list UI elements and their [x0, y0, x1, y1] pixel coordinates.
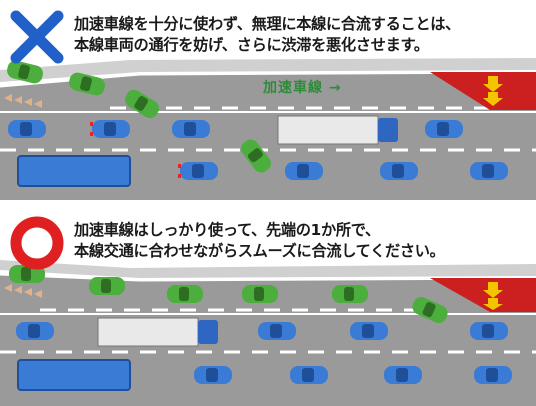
blue-car [8, 120, 46, 138]
green-car [167, 285, 203, 303]
bus [17, 359, 131, 391]
green-car [9, 265, 45, 283]
green-car [69, 72, 105, 96]
lane-end-sign [430, 72, 536, 110]
bad-merge-road-scene [0, 58, 536, 200]
bad-merge-caption: 加速車線を十分に使わず、無理に本線に合流することは、 本線車両の通行を妨げ、さら… [74, 14, 534, 56]
acceleration-lane-label: 加速車線 → [263, 80, 342, 96]
green-car [124, 89, 160, 119]
cross-mark-icon [10, 10, 64, 64]
green-car [412, 297, 448, 323]
blue-car [90, 120, 130, 138]
blue-car [194, 366, 232, 384]
blue-car [285, 162, 323, 180]
blue-car [384, 366, 422, 384]
blue-car [474, 366, 512, 384]
green-car [332, 285, 368, 303]
caption-line: 本線交通に合わせながらスムーズに合流してください。 [74, 242, 445, 260]
blue-car [380, 162, 418, 180]
blue-car [470, 162, 508, 180]
caption-line: 加速車線を十分に使わず、無理に本線に合流することは、 [74, 15, 461, 33]
down-arrow-icon [483, 76, 503, 106]
blue-car [425, 120, 463, 138]
caption-line: 本線車両の通行を妨げ、さらに渋滞を悪化させます。 [74, 36, 429, 54]
blue-car [16, 322, 54, 340]
blue-car [470, 322, 508, 340]
blue-car [258, 322, 296, 340]
green-car [242, 285, 278, 303]
circle-mark-icon [10, 216, 64, 270]
lane-end-sign [430, 278, 536, 312]
green-car [241, 139, 271, 173]
blue-car [290, 366, 328, 384]
green-car [7, 60, 43, 84]
truck [97, 317, 218, 347]
caption-line: 加速車線はしっかり使って、先端の1か所で、 [74, 221, 380, 239]
blue-car [178, 162, 218, 180]
down-arrow-icon [483, 282, 503, 310]
good-merge-road-scene [0, 260, 536, 406]
good-merge-caption: 加速車線はしっかり使って、先端の1か所で、 本線交通に合わせながらスムーズに合流… [74, 220, 534, 262]
panel-bad-merge: 加速車線を十分に使わず、無理に本線に合流することは、 本線車両の通行を妨げ、さら… [0, 0, 536, 200]
truck [277, 115, 398, 145]
green-car [89, 277, 125, 295]
panel-good-merge: 加速車線はしっかり使って、先端の1か所で、 本線交通に合わせながらスムーズに合流… [0, 206, 536, 406]
blue-car [172, 120, 210, 138]
blue-car [350, 322, 388, 340]
bus [17, 155, 131, 187]
